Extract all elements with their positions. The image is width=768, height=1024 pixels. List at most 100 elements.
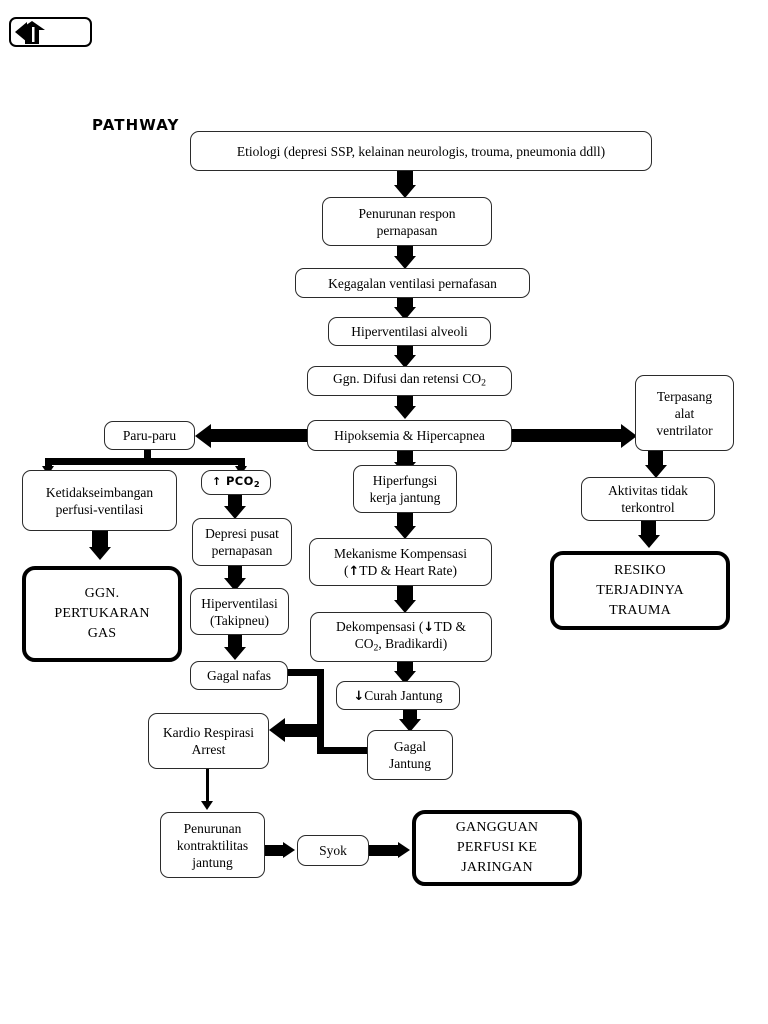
- node-gangguan-line2: PERFUSI KE: [456, 840, 538, 855]
- node-ketidakseimbangan[interactable]: Ketidakseimbangan perfusi-ventilasi: [22, 470, 177, 531]
- node-ggn-pertukaran-line1: GGN.: [84, 586, 120, 601]
- node-penurunan-kontraktilitas[interactable]: Penurunan kontraktilitas jantung: [160, 812, 265, 878]
- connector-hipoksemia-terpasang: [511, 429, 621, 442]
- node-gagal-jantung[interactable]: Gagal Jantung: [367, 730, 453, 780]
- connector-gagaljantung-left: [317, 747, 372, 754]
- node-resiko-line1: RESIKO: [614, 562, 666, 578]
- node-mekanisme-line2: (↑TD & Heart Rate): [343, 563, 458, 579]
- up-arrow-icon: ↑: [212, 474, 222, 488]
- node-hiperventilasi-takipneu[interactable]: Hiperventilasi (Takipneu): [190, 588, 289, 635]
- node-kegagalan-label: Kegagalan ventilasi pernafasan: [328, 275, 497, 291]
- node-depresi-pusat-line2: pernapasan: [211, 543, 273, 558]
- node-ggn-pertukaran-gas[interactable]: GGN. PERTUKARAN GAS: [22, 566, 182, 662]
- node-gagal-nafas-label: Gagal nafas: [206, 668, 272, 683]
- node-aktivitas-line1: Aktivitas tidak: [608, 483, 688, 498]
- arrowhead-down: [399, 719, 421, 732]
- node-terpasang-line3: ventrilator: [656, 422, 713, 438]
- arrowhead-right: [283, 842, 295, 858]
- connector-pco2-depresi: [228, 495, 242, 508]
- node-hiperventilasi-alveoli[interactable]: Hiperventilasi alveoli: [328, 317, 491, 346]
- connector-gagalnafas-right: [286, 669, 324, 676]
- arrowhead-down: [394, 355, 416, 368]
- node-paru-paru[interactable]: Paru-paru: [104, 421, 195, 450]
- arrowhead-down: [394, 256, 416, 269]
- arrowhead-down: [394, 526, 416, 539]
- arrowhead-down: [394, 185, 416, 198]
- node-gangguan-line3: JARINGAN: [461, 860, 533, 875]
- node-hiperfungsi-line1: Hiperfungsi: [372, 473, 438, 488]
- node-penurunan-kontr-line3: jantung: [192, 854, 233, 870]
- node-depresi-pusat-line1: Depresi pusat: [205, 526, 279, 541]
- page-title: PATHWAY: [92, 116, 180, 134]
- node-ggn-difusi[interactable]: Ggn. Difusi dan retensi CO2: [307, 366, 512, 396]
- node-kardio-respirasi-arrest[interactable]: Kardio Respirasi Arrest: [148, 713, 269, 769]
- node-takipneu-line2: (Takipneu): [209, 612, 270, 628]
- node-ggn-pertukaran-line2: PERTUKARAN: [54, 606, 150, 621]
- node-takipneu-line1: Hiperventilasi: [201, 595, 278, 611]
- arrowhead-down: [201, 801, 213, 810]
- node-hiperfungsi[interactable]: Hiperfungsi kerja jantung: [353, 465, 457, 513]
- node-hiperfungsi-line2: kerja jantung: [369, 490, 441, 505]
- connector-hipoksemia-paru: [211, 429, 309, 442]
- node-gagal-jantung-line1: Gagal: [393, 739, 427, 754]
- arrowhead-left: [195, 424, 211, 448]
- node-resiko-line3: TRAUMA: [609, 602, 671, 618]
- connector-curah-gagaljantung: [403, 710, 417, 721]
- node-mekanisme-line1: Mekanisme Kompensasi: [333, 546, 468, 561]
- arrowhead-down: [224, 506, 246, 519]
- connector-hiperfungsi-mekanisme: [397, 513, 413, 528]
- node-hipoksemia-label: Hipoksemia & Hipercapnea: [334, 428, 485, 443]
- node-resiko-terjadinya-trauma[interactable]: RESIKO TERJADINYA TRAUMA: [550, 551, 730, 630]
- node-terpasang-line2: alat: [674, 405, 695, 421]
- node-etiologi[interactable]: Etiologi (depresi SSP, kelainan neurolog…: [190, 131, 652, 171]
- node-syok-label: Syok: [319, 843, 347, 858]
- node-mekanisme-kompensasi[interactable]: Mekanisme Kompensasi (↑TD & Heart Rate): [309, 538, 492, 586]
- connector-kardio-penurunan: [206, 769, 209, 805]
- arrowhead-left: [269, 718, 285, 742]
- connector-into-kardio: [285, 724, 324, 737]
- node-ggn-pertukaran-line3: GAS: [87, 626, 117, 641]
- connector-hiperventilasi-difusi: [397, 346, 413, 357]
- connector-penurunan-kegagalan: [397, 246, 413, 258]
- node-curah-jantung-label: ↓Curah Jantung: [353, 688, 443, 704]
- node-hipoksemia[interactable]: Hipoksemia & Hipercapnea: [307, 420, 512, 451]
- connector-etiologi-penurunan: [397, 171, 413, 187]
- back-arrow-icon: [15, 21, 45, 44]
- node-dekompensasi-line1: Dekompensasi (↓TD &: [336, 618, 466, 635]
- arrowhead-down: [645, 465, 667, 478]
- node-depresi-pusat[interactable]: Depresi pusat pernapasan: [192, 518, 292, 566]
- connector-paru-right-drop: [238, 458, 245, 469]
- node-dekompensasi[interactable]: Dekompensasi (↓TD & CO2, Bradikardi): [310, 612, 492, 662]
- back-button[interactable]: [9, 17, 92, 47]
- node-ggn-difusi-label: Ggn. Difusi dan retensi CO2: [333, 371, 486, 389]
- connector-syok-gangguan: [369, 845, 398, 856]
- node-kegagalan-ventilasi[interactable]: Kegagalan ventilasi pernafasan: [295, 268, 530, 298]
- node-aktivitas-tidak-terkontrol[interactable]: Aktivitas tidak terkontrol: [581, 477, 715, 521]
- connector-terpasang-aktivitas: [648, 451, 663, 467]
- arrowhead-right: [621, 424, 637, 448]
- node-gagal-jantung-line2: Jantung: [389, 756, 431, 771]
- arrowhead-down: [638, 535, 660, 548]
- node-terpasang-ventilator[interactable]: Terpasang alat ventrilator: [635, 375, 734, 451]
- connector-kontraktilitas-syok: [265, 845, 283, 856]
- connector-hipoksemia-hiperfungsi: [397, 451, 413, 464]
- node-pco2-label: ↑ PCO2: [212, 473, 260, 489]
- node-aktivitas-line2: terkontrol: [621, 500, 675, 515]
- node-gangguan-perfusi[interactable]: GANGGUAN PERFUSI KE JARINGAN: [412, 810, 582, 886]
- node-gagal-nafas[interactable]: Gagal nafas: [190, 661, 288, 690]
- up-arrow-icon: ↑: [348, 564, 360, 579]
- node-syok[interactable]: Syok: [297, 835, 369, 866]
- node-pco2[interactable]: ↑ PCO2: [201, 470, 271, 495]
- node-paru-paru-label: Paru-paru: [122, 428, 177, 443]
- connector-ketidakseimbangan-ggn: [92, 531, 108, 549]
- node-ketidakseimbangan-line1: Ketidakseimbangan: [45, 484, 154, 500]
- node-dekompensasi-line2: CO2, Bradikardi): [354, 635, 448, 654]
- node-penurunan-respon[interactable]: Penurunan respon pernapasan: [322, 197, 492, 246]
- connector-mekanisme-dekompensasi: [397, 586, 413, 602]
- node-penurunan-line2: pernapasan: [376, 222, 438, 238]
- node-penurunan-line1: Penurunan respon: [358, 205, 456, 221]
- node-curah-jantung[interactable]: ↓Curah Jantung: [336, 681, 460, 710]
- node-penurunan-kontr-line1: Penurunan: [183, 820, 242, 836]
- connector-merge-drop: [317, 669, 324, 754]
